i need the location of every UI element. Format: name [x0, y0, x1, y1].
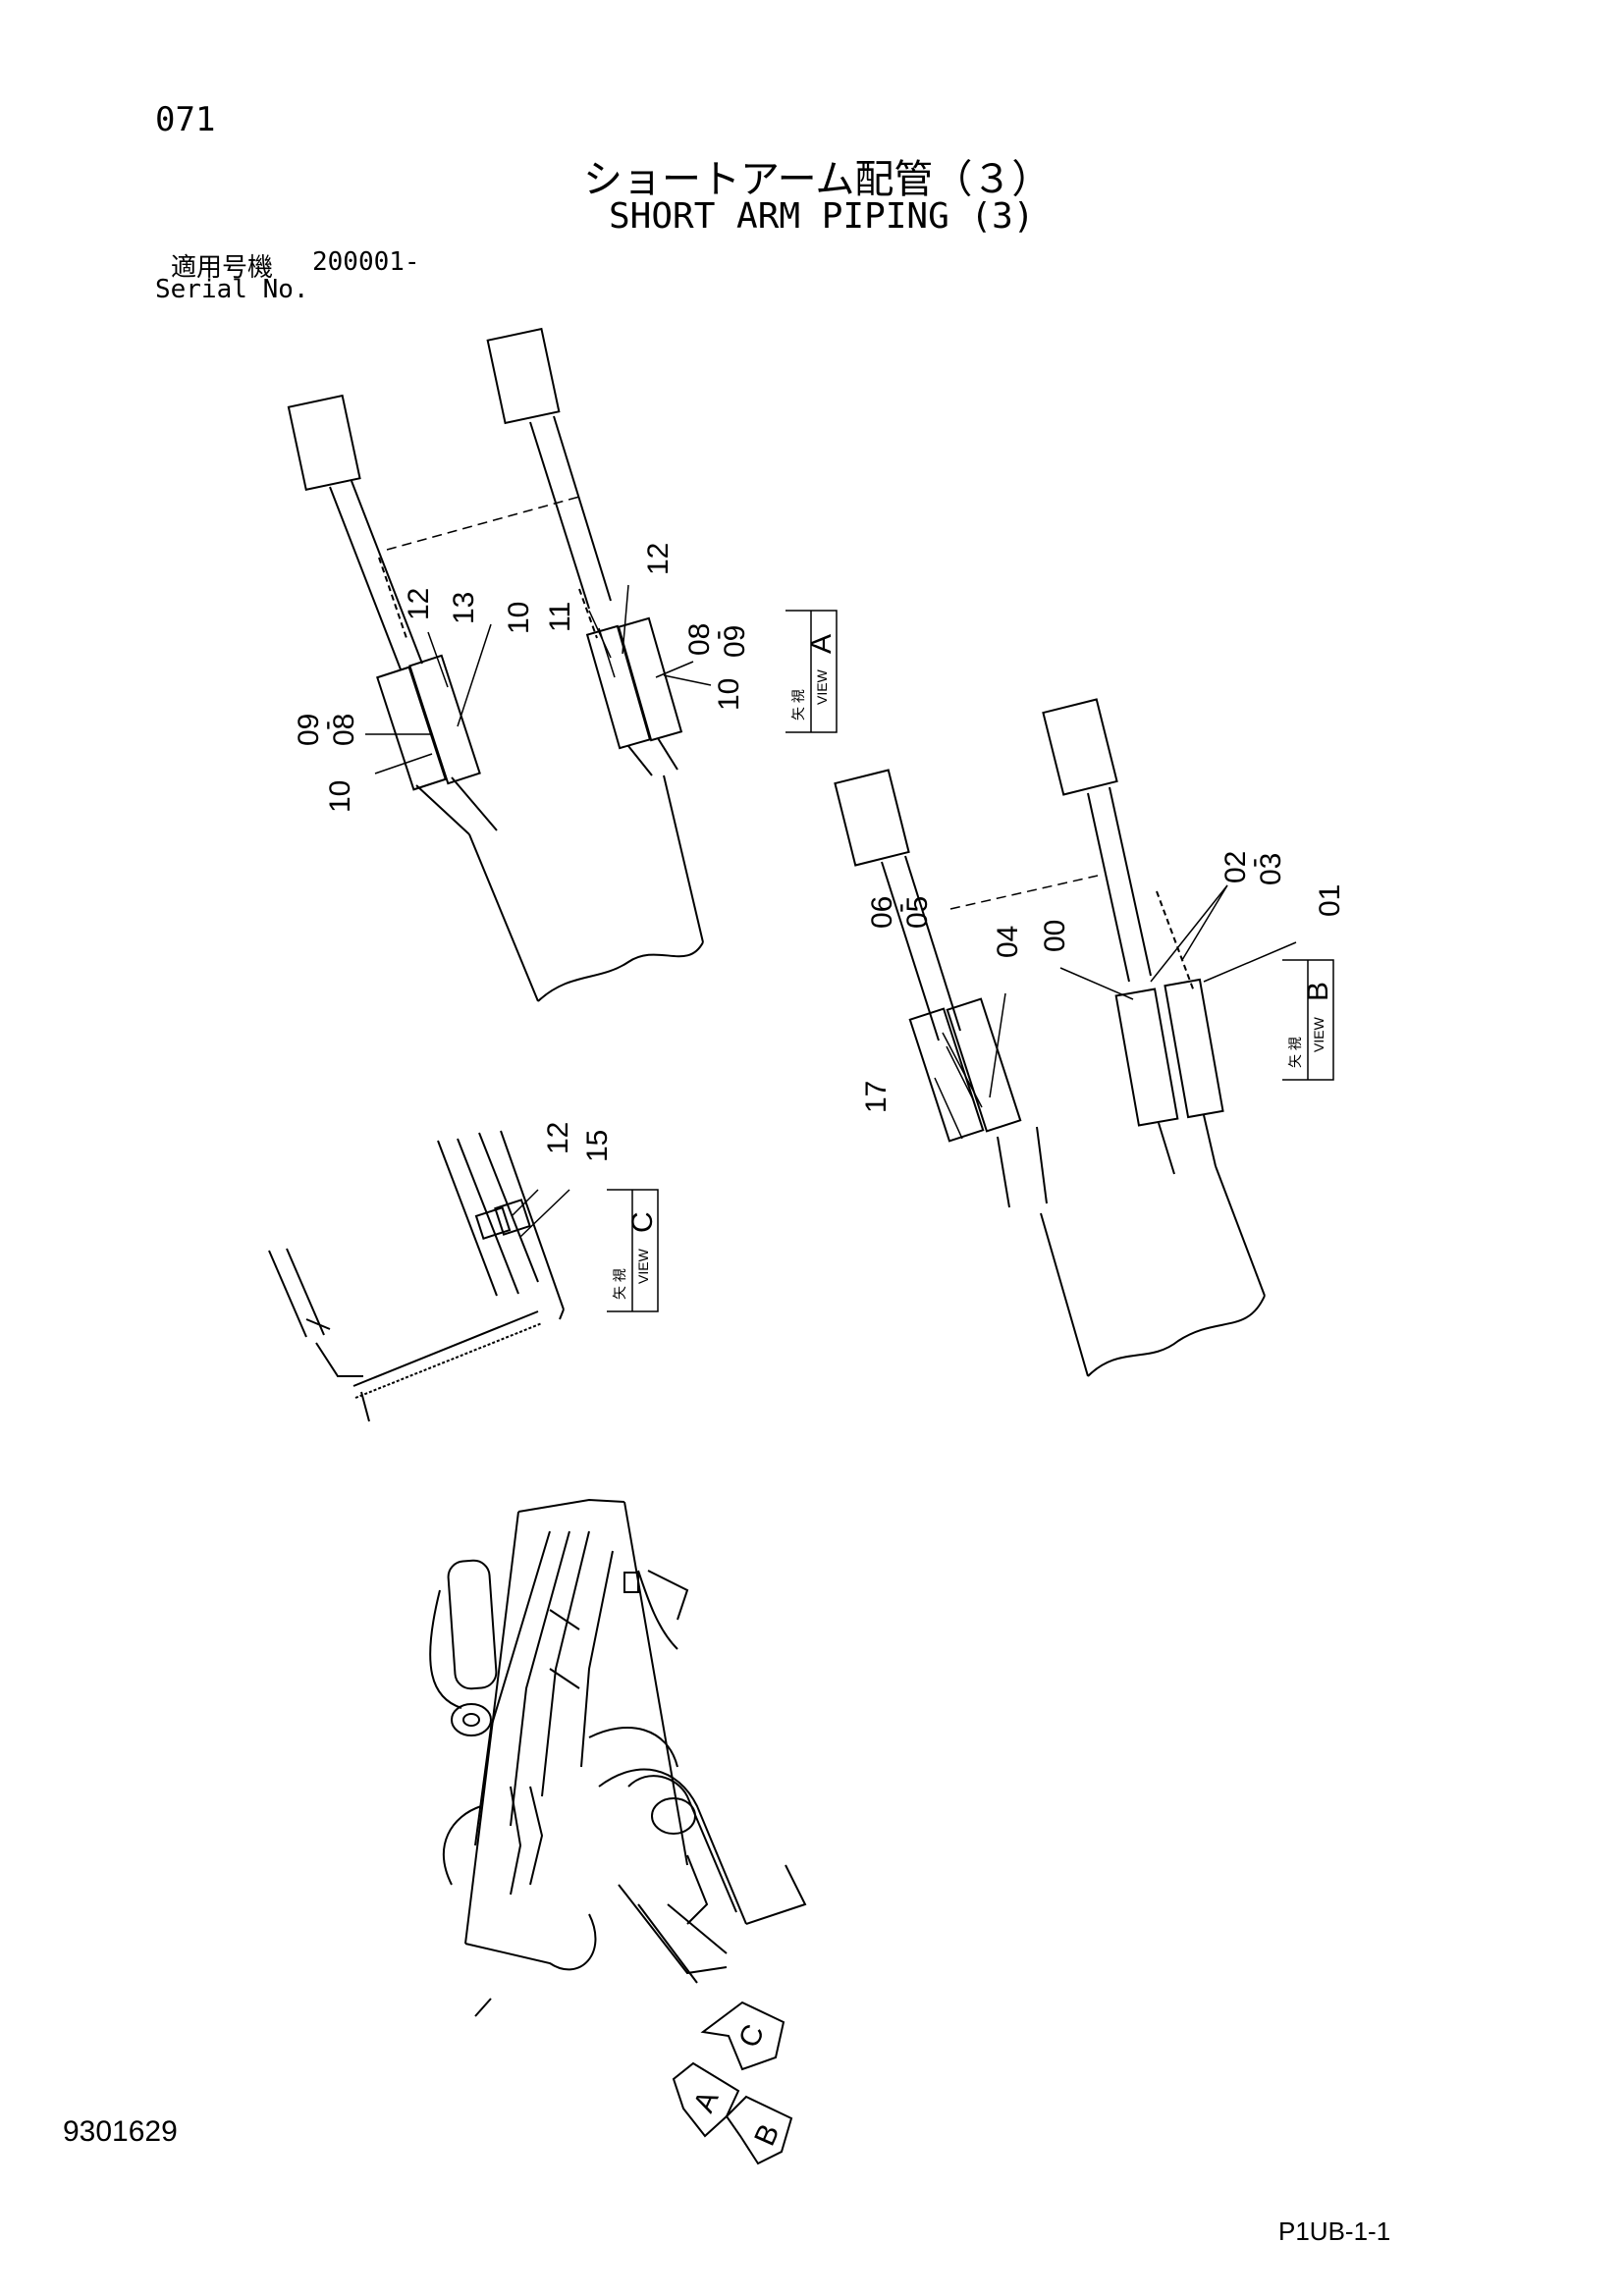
serial-label-jp: 適用号機	[171, 253, 274, 283]
callout-a-dash-left: -	[310, 721, 343, 730]
view-b-label: 矢 視 VIEW B	[1282, 959, 1334, 1081]
callout-a-10-right: 10	[503, 602, 535, 634]
callout-a-dash-right: -	[701, 630, 733, 640]
callout-b-03: 03	[1255, 853, 1287, 885]
view-b-callouts: 06 - 05 04 00 02 - 03 01 17	[860, 851, 1346, 1113]
callout-a-08-right: 08	[683, 623, 716, 656]
view-a-view: VIEW	[814, 668, 830, 705]
callout-c-15: 15	[581, 1130, 614, 1162]
callout-b-dash1: -	[884, 903, 916, 913]
view-a-drawing	[287, 327, 712, 1002]
callout-c-12: 12	[542, 1122, 574, 1154]
view-b-drawing	[834, 698, 1297, 1377]
page-title-en: SHORT ARM PIPING (3)	[609, 196, 1035, 237]
callout-b-04: 04	[992, 926, 1024, 958]
view-a-label: 矢 視 VIEW A	[785, 610, 838, 733]
serial-label-en: Serial No.	[155, 275, 309, 304]
callout-b-06: 06	[866, 896, 898, 929]
page-number: 071	[155, 100, 216, 139]
view-c-drawing	[268, 1130, 570, 1422]
view-c-letter: C	[626, 1211, 659, 1233]
callout-b-17: 17	[860, 1081, 893, 1113]
callout-a-10-right2: 10	[713, 678, 745, 711]
svg-text:B: B	[748, 2119, 785, 2151]
sheet-code: P1UB-1-1	[1278, 2216, 1391, 2246]
callout-a-09-left: 09	[293, 714, 325, 746]
callout-a-08-left: 08	[328, 714, 360, 746]
callout-b-01: 01	[1314, 884, 1346, 917]
callout-a-12-left: 12	[403, 588, 435, 620]
view-a-jp: 矢 視	[790, 689, 806, 721]
callout-a-11-right: 11	[544, 602, 576, 632]
callout-a-10-left: 10	[324, 780, 356, 813]
callout-b-05: 05	[901, 896, 934, 929]
view-b-jp: 矢 視	[1287, 1037, 1303, 1068]
svg-text:A: A	[687, 2086, 725, 2117]
view-a-callouts: 09 - 08 10 12 13 10 11 12 08 - 09 10	[293, 543, 751, 813]
view-c-jp: 矢 視	[612, 1268, 627, 1300]
arrow-marker-b: B	[725, 2095, 793, 2165]
view-c-view: VIEW	[635, 1248, 651, 1284]
view-c-callouts: 12 15	[542, 1122, 614, 1162]
arrow-marker-a: A	[672, 2061, 740, 2138]
callout-a-12-right: 12	[642, 543, 675, 575]
callout-a-13-left: 13	[448, 592, 480, 624]
view-a-letter: A	[805, 634, 838, 654]
document-number: 9301629	[63, 2115, 178, 2148]
callout-a-09-right: 09	[719, 625, 751, 658]
view-c-label: 矢 視 VIEW C	[607, 1189, 659, 1312]
svg-text:C: C	[732, 2020, 771, 2053]
callout-b-00: 00	[1039, 920, 1071, 952]
view-b-letter: B	[1302, 982, 1334, 1001]
callout-b-02: 02	[1219, 851, 1252, 883]
view-b-view: VIEW	[1311, 1016, 1326, 1052]
serial-value: 200001-	[312, 247, 420, 277]
callout-b-dash2: -	[1237, 858, 1270, 868]
arm-overview-drawing	[429, 1498, 807, 2017]
arrow-marker-c: C	[700, 2001, 785, 2071]
page-title-jp: ショートアーム配管（３）	[583, 157, 1052, 202]
